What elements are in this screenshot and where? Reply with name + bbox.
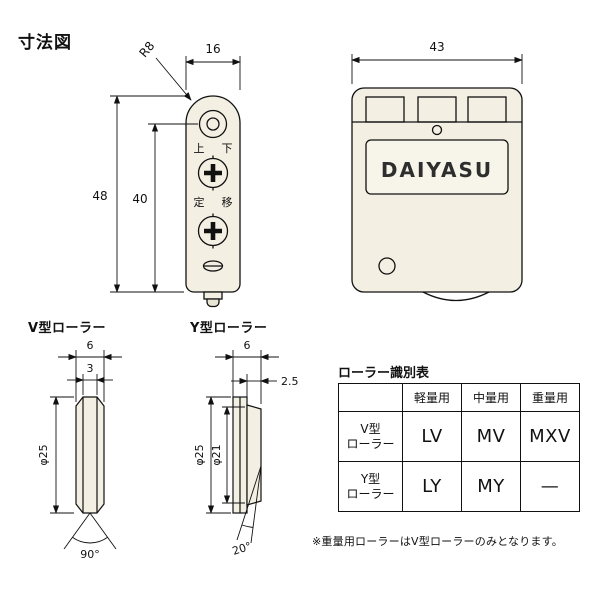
side-view-dimensions: 43 (351, 40, 523, 84)
v-roller-drawing (75, 396, 105, 514)
brand-name: DAIYASU (381, 158, 493, 182)
cell-v-heavy: MXV (520, 411, 580, 462)
dim-v6-label: 6 (87, 339, 94, 352)
v-roller-outline (75, 396, 105, 514)
row-label-y: Y型 ローラー (338, 461, 403, 512)
dim-v-phi25-label: φ25 (37, 444, 50, 465)
roller-bottom-arc (422, 291, 490, 302)
dim-y6-label: 6 (244, 339, 251, 352)
row-label-v-line2: ローラー (346, 436, 395, 451)
y-roller-tread (246, 404, 262, 506)
dim-r8-label: R8 (136, 39, 157, 60)
mark-down-label: 下 (222, 142, 233, 155)
dim-16-label: 16 (205, 42, 220, 56)
table-corner-cell (338, 383, 403, 412)
y-roller-dimensions: 6 2.5 φ25 φ21 20° (193, 339, 299, 558)
table-header-row: 軽量用 中量用 重量用 (338, 383, 580, 412)
dim-y-phi25-label: φ25 (193, 444, 206, 465)
top-hole-inner (206, 117, 220, 131)
front-view-marks: 上 下 定 移 (194, 142, 233, 209)
dim-y-phi21-label: φ21 (210, 444, 223, 465)
mark-move-label: 移 (222, 196, 233, 209)
row-label-y-line1: Y型 (360, 472, 381, 487)
cell-y-medium: MY (461, 461, 521, 512)
dim-43-label: 43 (429, 40, 444, 54)
side-hole (378, 257, 396, 275)
bottom-nub (206, 298, 220, 308)
col-header-medium: 中量用 (461, 383, 521, 412)
dim-40-label: 40 (132, 192, 147, 206)
front-view-body (185, 95, 241, 308)
dim-48-label: 48 (92, 189, 107, 203)
row-label-v: V型 ローラー (338, 411, 403, 462)
brand-panel (365, 139, 509, 195)
cell-y-light: LY (402, 461, 462, 512)
y-roller-drawing (232, 396, 262, 514)
bottom-tab (203, 291, 223, 300)
side-view-body (351, 87, 523, 302)
col-header-light: 軽量用 (402, 383, 462, 412)
v-roller-dimensions: 6 3 φ25 90° (37, 339, 122, 561)
y-roller-label: Y型ローラー (190, 321, 268, 336)
page-title: 寸法図 (18, 33, 72, 53)
col-header-heavy: 重量用 (520, 383, 580, 412)
mark-up-label: 上 (194, 142, 205, 155)
top-hole-outer (198, 109, 228, 139)
angle-20-label: 20° (231, 539, 254, 557)
mark-fix-label: 定 (194, 195, 205, 209)
cell-v-light: LV (402, 411, 462, 462)
roller-id-table: 軽量用 中量用 重量用 V型 ローラー LV MV MXV Y型 ローラー LY (338, 383, 580, 512)
table-row-v: V型 ローラー LV MV MXV (338, 411, 580, 462)
v-roller-label: V型ローラー (28, 321, 107, 336)
row-label-v-line1: V型 (360, 422, 381, 437)
roller-table-title: ローラー識別表 (338, 366, 430, 381)
cell-y-heavy: — (520, 461, 580, 512)
front-body-outline (185, 95, 241, 293)
row-label-y-line2: ローラー (346, 486, 395, 501)
angle-90-label: 90° (80, 548, 100, 561)
table-row-y: Y型 ローラー LY MY — (338, 461, 580, 512)
cell-v-medium: MV (461, 411, 521, 462)
footnote: ※重量用ローラーはV型ローラーのみとなります。 (312, 535, 563, 548)
dim-y25-label: 2.5 (281, 375, 299, 388)
dim-v3-label: 3 (87, 362, 94, 375)
front-view-dimensions: 16 R8 48 40 (92, 39, 241, 293)
slot-hole (202, 260, 224, 272)
